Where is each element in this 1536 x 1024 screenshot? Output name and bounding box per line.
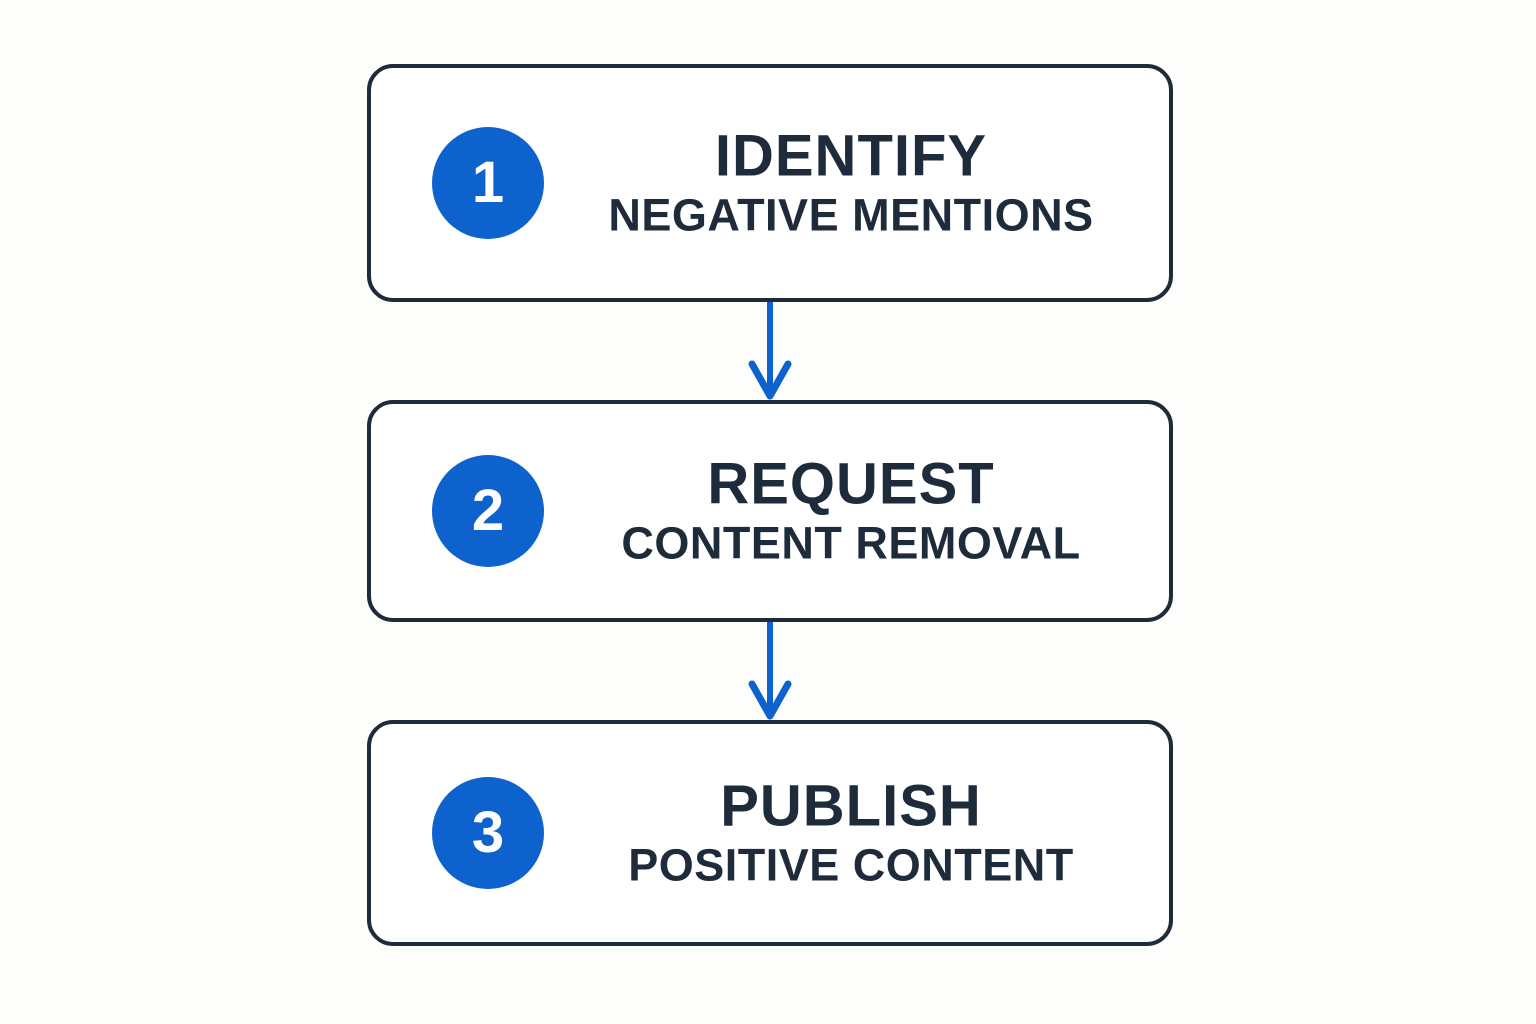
step-subtitle-3: POSITIVE CONTENT [628,839,1074,891]
step-card-3[interactable]: 3 PUBLISH POSITIVE CONTENT [367,720,1173,946]
step-number-1: 1 [471,150,505,215]
connector-arrow-2-to-3 [367,622,1173,720]
step-card-2[interactable]: 2 REQUEST CONTENT REMOVAL [367,400,1173,622]
step-subtitle-1: NEGATIVE MENTIONS [608,189,1094,241]
connector-arrow-1-to-2 [367,302,1173,400]
step-title-1: IDENTIFY [714,123,988,189]
step-title-2: REQUEST [707,451,995,517]
step-text-block-2: REQUEST CONTENT REMOVAL [561,451,1141,569]
down-arrow-icon [748,302,792,400]
down-arrow-icon [748,622,792,720]
step-number-2: 2 [471,478,505,543]
step-number-badge-1: 1 [432,127,544,239]
step-number-3: 3 [471,800,505,865]
step-subtitle-2: CONTENT REMOVAL [621,517,1081,569]
step-text-block-1: IDENTIFY NEGATIVE MENTIONS [561,123,1141,241]
step-card-1[interactable]: 1 IDENTIFY NEGATIVE MENTIONS [367,64,1173,302]
flow-column: 1 IDENTIFY NEGATIVE MENTIONS 2 REQUEST C… [367,64,1173,946]
step-number-badge-3: 3 [432,777,544,889]
step-text-block-3: PUBLISH POSITIVE CONTENT [561,773,1141,891]
step-number-badge-2: 2 [432,455,544,567]
step-title-3: PUBLISH [720,773,982,839]
